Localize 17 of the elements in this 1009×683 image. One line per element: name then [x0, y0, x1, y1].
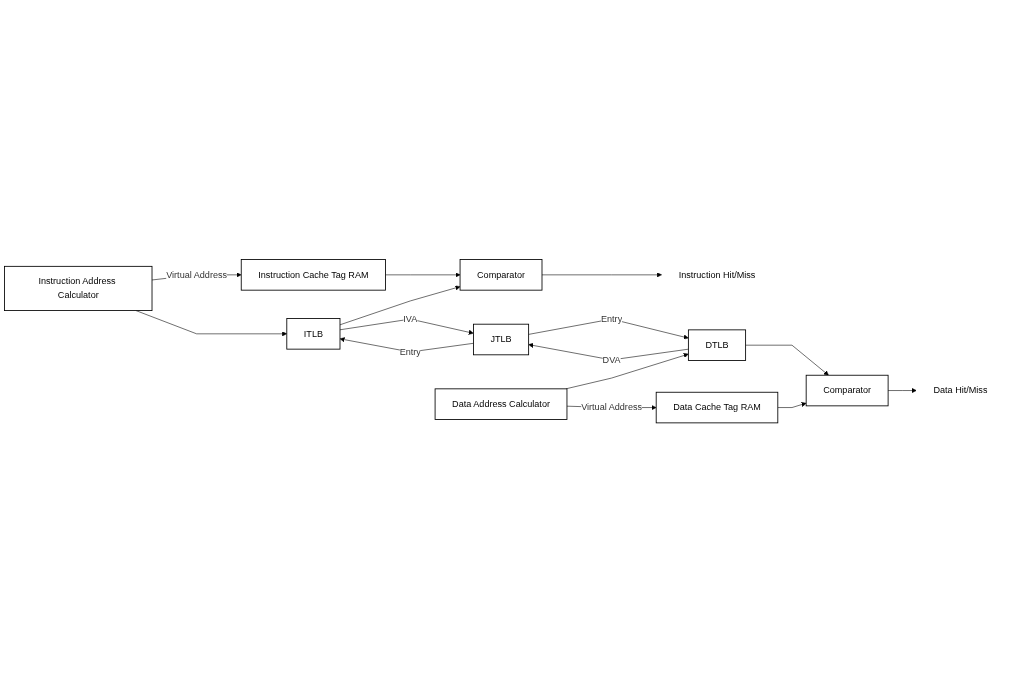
edge-label: Entry: [399, 347, 421, 357]
node-box: Comparator: [805, 375, 889, 407]
node-box: ITLB: [286, 318, 341, 350]
node-text: Instruction Hit/Miss: [678, 270, 756, 280]
node-box: Data Cache Tag RAM: [655, 392, 779, 424]
node-box: Instruction Cache Tag RAM: [240, 259, 386, 291]
node-box: JTLB: [473, 324, 530, 356]
edge-label: DVA: [602, 355, 621, 365]
node-box: Data Address Calculator: [434, 388, 568, 421]
node-box: Comparator: [459, 259, 543, 291]
node-box: Instruction Address Calculator: [4, 266, 153, 312]
edge-label: Virtual Address: [581, 402, 643, 413]
edge-label: IVA: [403, 314, 418, 324]
node-box: DTLB: [687, 329, 747, 362]
edge-label: Entry: [600, 314, 623, 324]
edge-label: Virtual Address: [166, 270, 228, 280]
node-text: Data Hit/Miss: [933, 385, 988, 396]
